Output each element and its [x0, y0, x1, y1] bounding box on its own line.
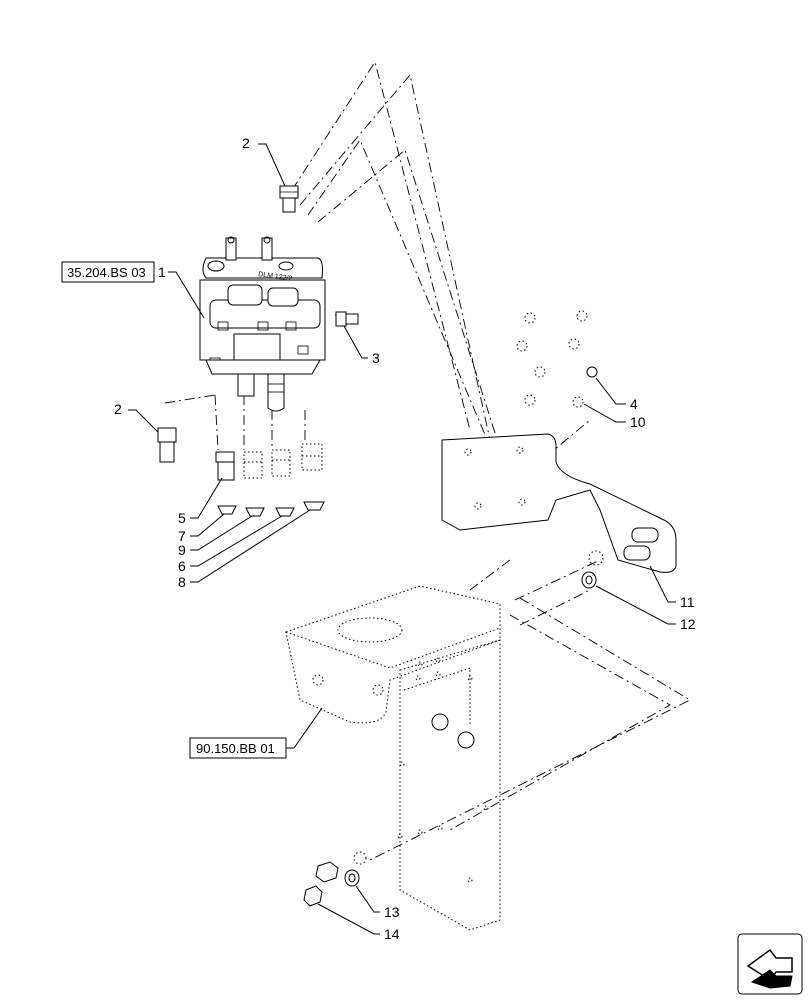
callout-8: 8 — [178, 574, 186, 590]
callout-14: 14 — [384, 926, 400, 942]
callout-12: 12 — [680, 616, 696, 632]
bolt-13-14 — [303, 851, 367, 907]
leader-lines — [128, 143, 676, 935]
callout-5: 5 — [178, 510, 186, 526]
callout-10: 10 — [630, 414, 646, 430]
ref-box-control-valve[interactable]: 35.204.BS 03 — [61, 261, 155, 283]
callout-6: 6 — [178, 558, 186, 574]
callout-9: 9 — [178, 542, 186, 558]
callout-2-lower: 2 — [114, 401, 122, 417]
callout-4: 4 — [630, 396, 638, 412]
callout-7: 7 — [178, 528, 186, 544]
callout-11: 11 — [680, 594, 695, 610]
callout-1: 1 — [158, 264, 166, 280]
next-page-arrow-icon[interactable] — [737, 933, 803, 995]
valve-marking: DLM 122/2 — [258, 271, 293, 283]
ref-control-valve-text: 35.204.BS 03 — [67, 265, 146, 280]
ref-box-frame[interactable]: 90.150.BB 01 — [189, 737, 287, 759]
lower-fittings — [215, 443, 325, 517]
control-valve: DLM 122/2 — [199, 236, 326, 412]
bolts-and-washers — [516, 310, 598, 408]
fitting-2-top — [279, 185, 299, 213]
frame — [285, 585, 501, 931]
callout-13: 13 — [384, 904, 400, 920]
fitting-3 — [335, 311, 359, 327]
assembly-lines — [164, 60, 691, 861]
callout-3: 3 — [372, 350, 380, 366]
callout-2-top: 2 — [242, 135, 250, 151]
mounting-bracket — [441, 433, 677, 589]
ref-frame-text: 90.150.BB 01 — [196, 741, 275, 756]
fitting-2-lower — [157, 427, 177, 463]
